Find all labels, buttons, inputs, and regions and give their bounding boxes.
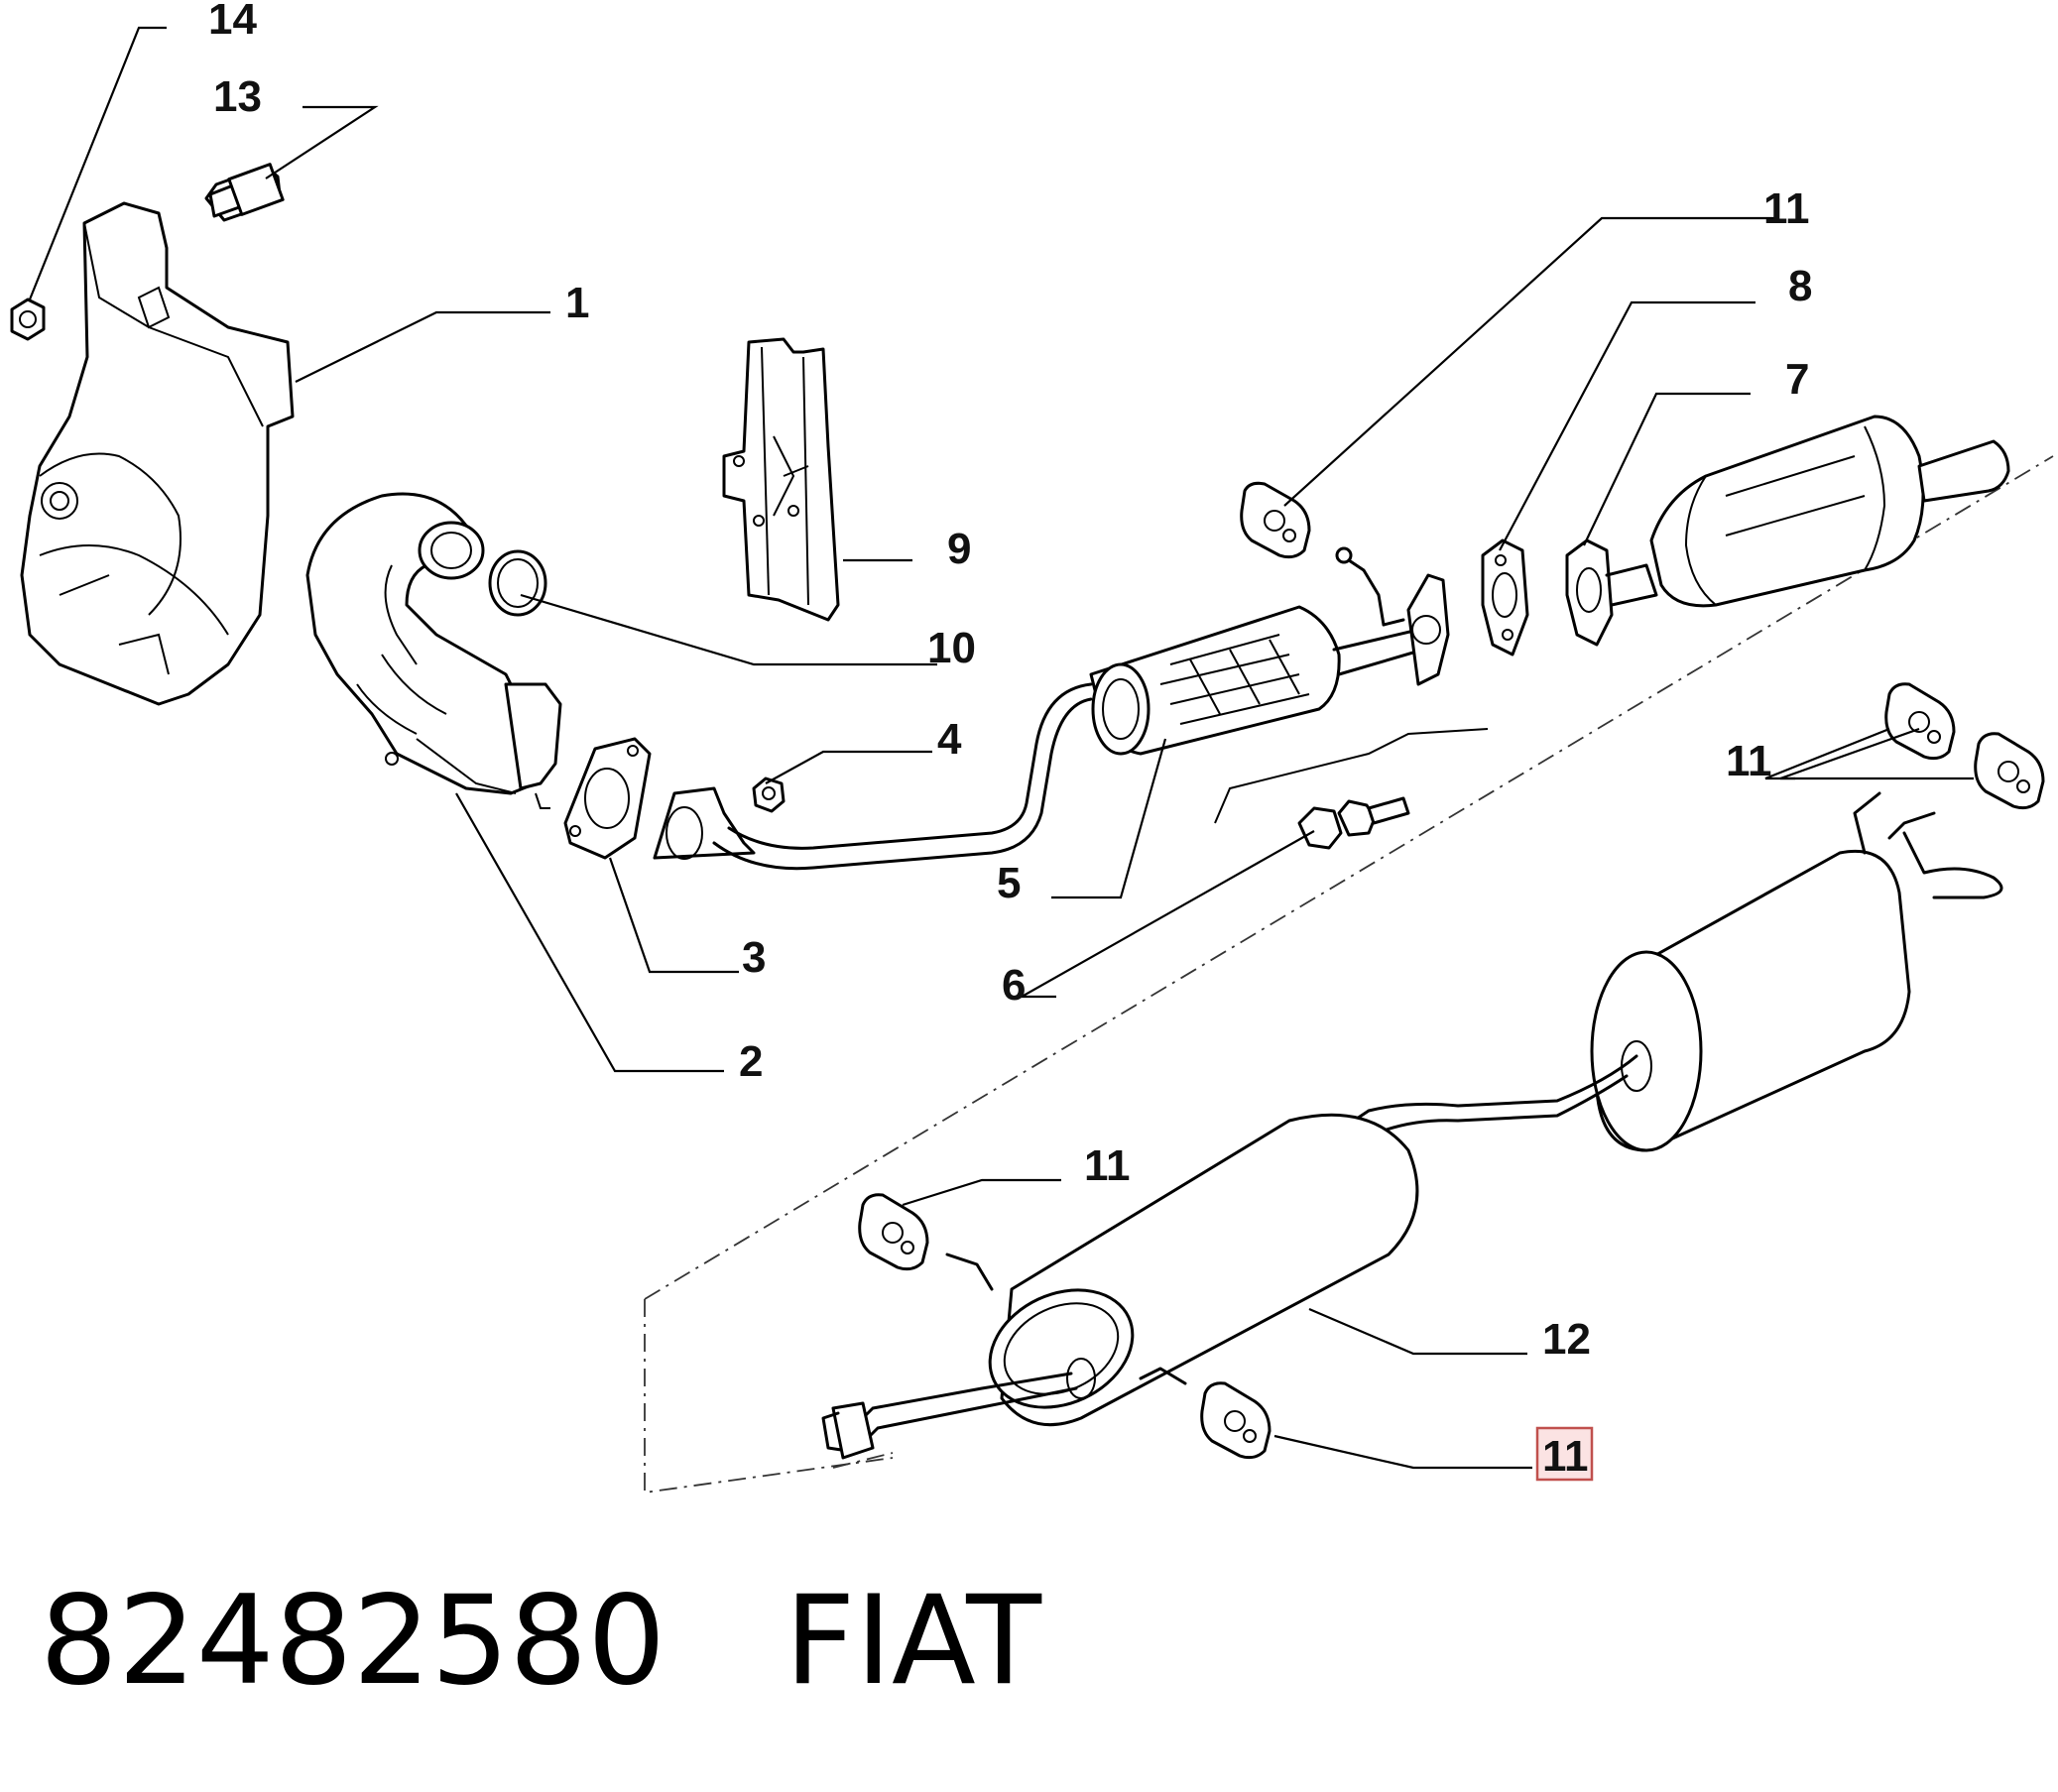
part-11-rubber-hanger-top [1240,481,1311,559]
part-12-rear-muffler-assembly [821,791,2003,1460]
callout-6[interactable]: 6 [1002,961,1026,1010]
part-13-bolt [204,163,285,222]
callout-10[interactable]: 10 [927,624,976,672]
part-8-gasket [1481,538,1529,657]
callout-13[interactable]: 13 [213,72,262,121]
part-11-rubber-hanger-right-upper [1884,682,1956,761]
part-11-rubber-hanger-lower-left [858,1193,929,1271]
callout-1[interactable]: 1 [565,279,589,327]
part-number: 82482580 [40,1570,666,1713]
brand-name: FIAT [785,1570,1041,1713]
part-14-nut [10,298,46,341]
callout-11-highlighted[interactable]: 11 [1542,1432,1589,1481]
part-info-footer: 82482580 FIAT [40,1572,1041,1711]
rear-section-boundary [644,455,2054,1300]
callout-4[interactable]: 4 [937,715,962,764]
callout-7[interactable]: 7 [1785,355,1809,404]
callout-11-lower-left[interactable]: 11 [1084,1141,1131,1190]
callout-11-top[interactable]: 11 [1763,184,1810,233]
callout-9[interactable]: 9 [947,525,971,573]
part-9-bracket [722,337,840,622]
part-10-gasket-ring [488,549,547,617]
callout-5[interactable]: 5 [997,859,1021,907]
part-6-bolt [1297,796,1410,850]
part-3-flange-gasket [563,737,652,860]
part-4-nut [752,777,786,813]
callout-12[interactable]: 12 [1542,1315,1591,1364]
rear-section-boundary-bottom [832,1452,894,1469]
part-11-rubber-hanger-lower-right [1200,1381,1271,1460]
part-7-catalytic-converter [1565,415,2010,647]
callout-8[interactable]: 8 [1788,262,1812,310]
mounting-line [1214,728,1489,824]
callout-highlight-box [1535,1426,1594,1482]
rear-section-boundary-left [644,1299,894,1494]
part-2-manifold-catalyst [305,492,562,809]
leader-lines [28,26,1974,1470]
callout-3[interactable]: 3 [742,933,766,982]
part-5-front-pipe [653,546,1450,871]
callout-11-right[interactable]: 11 [1726,737,1772,785]
part-11-rubber-hanger-right-lower [1974,732,2045,810]
callout-14[interactable]: 14 [208,0,257,44]
part-1-heat-shield [20,201,295,706]
callout-2[interactable]: 2 [739,1037,763,1086]
